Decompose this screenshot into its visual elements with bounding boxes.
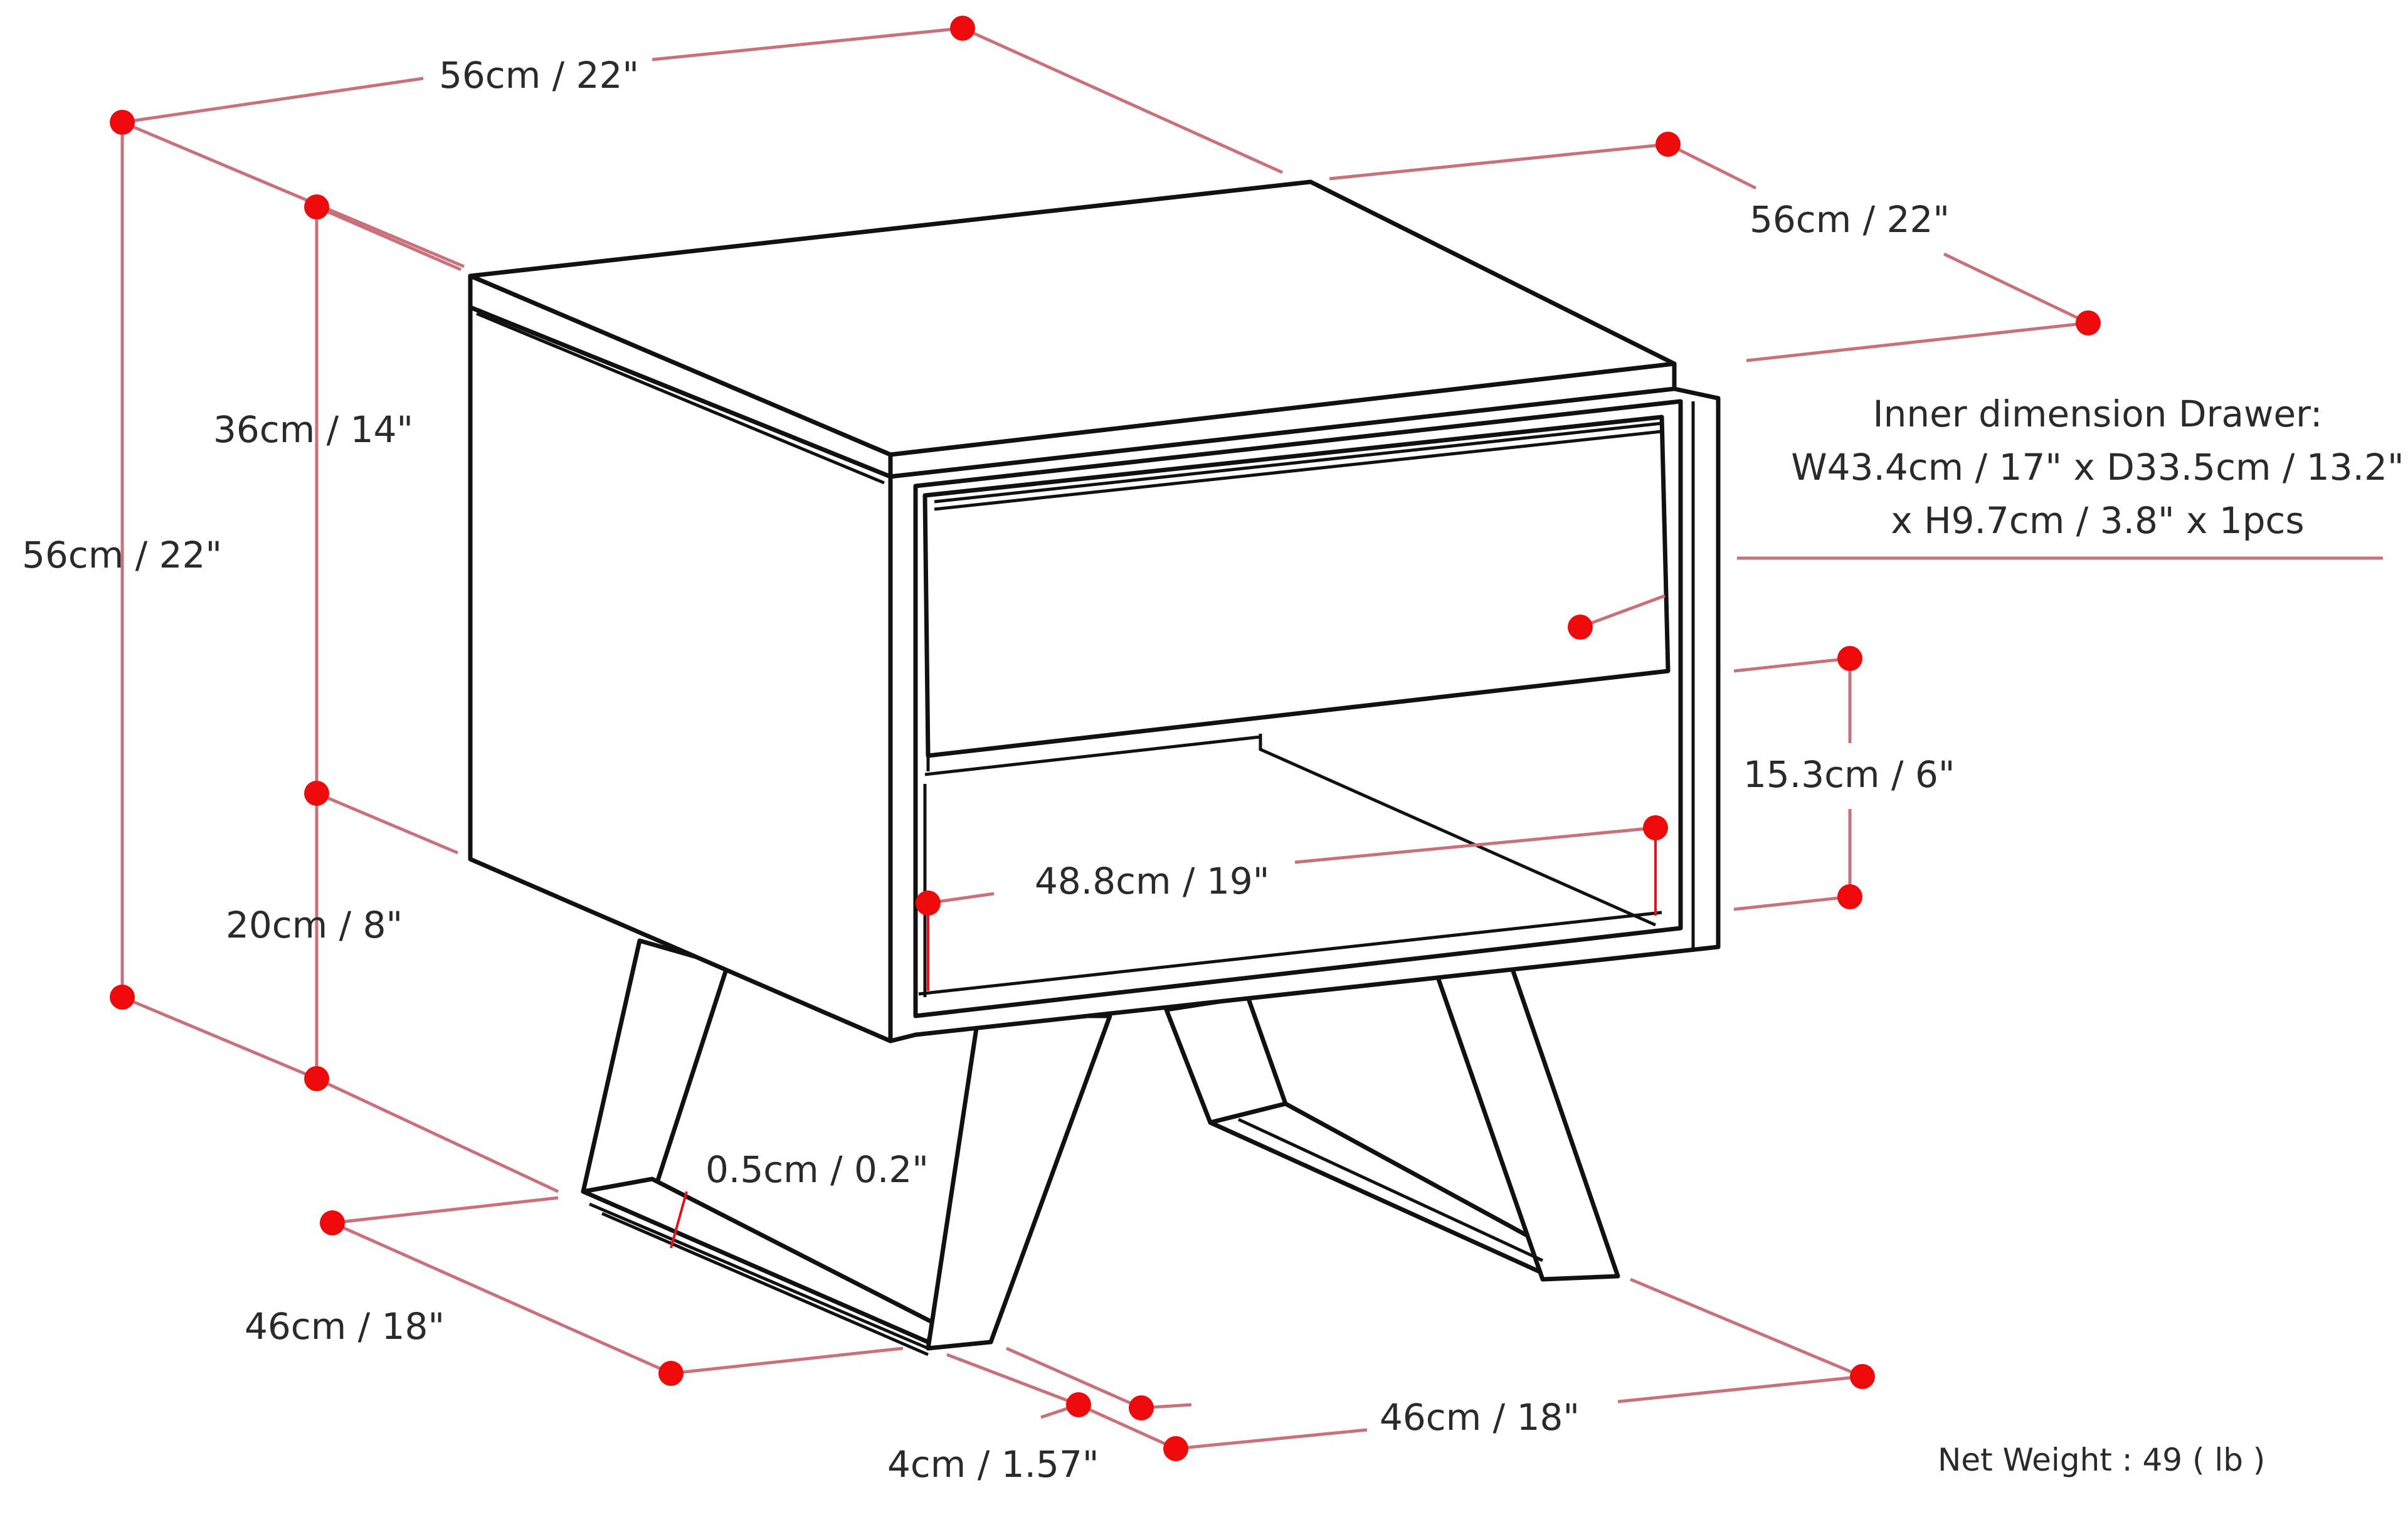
dimension-lines bbox=[120, 26, 2383, 1451]
back-leg bbox=[1164, 963, 1620, 1282]
drawer-note-line-3: x H9.7cm / 3.8" x 1pcs bbox=[1891, 499, 2304, 542]
end-table-drawing bbox=[468, 179, 1721, 1356]
open-shelf bbox=[918, 734, 1662, 997]
label-leg-height: 20cm / 8" bbox=[226, 904, 403, 946]
label-shelf-opening-height: 15.3cm / 6" bbox=[1743, 753, 1955, 796]
label-leg-footprint-right: 46cm / 18" bbox=[1380, 1396, 1580, 1439]
net-weight-label: Net Weight : 49 ( lb ) bbox=[1938, 1442, 2265, 1478]
label-top-depth: 56cm / 22" bbox=[1750, 198, 1950, 241]
label-leg-footprint-left: 46cm / 18" bbox=[245, 1305, 445, 1348]
drawer-note-line-1: Inner dimension Drawer: bbox=[1872, 393, 2322, 435]
dimension-labels: 56cm / 22" 56cm / 22" 56cm / 22" 36cm / … bbox=[22, 54, 2404, 1486]
drawer-inner-dimension-note: Inner dimension Drawer: W43.4cm / 17" x … bbox=[1791, 393, 2404, 542]
label-leg-width: 4cm / 1.57" bbox=[887, 1443, 1099, 1486]
label-cabinet-height: 36cm / 14" bbox=[213, 408, 413, 451]
drawer bbox=[922, 415, 1671, 771]
label-top-width: 56cm / 22" bbox=[439, 54, 639, 97]
dimension-dots bbox=[110, 16, 2101, 1461]
table-top bbox=[468, 179, 1677, 485]
label-overall-height: 56cm / 22" bbox=[22, 534, 222, 576]
drawer-note-line-2: W43.4cm / 17" x D33.5cm / 13.2" bbox=[1791, 446, 2404, 489]
label-leg-thickness: 0.5cm / 0.2" bbox=[705, 1148, 929, 1191]
label-shelf-width: 48.8cm / 19" bbox=[1035, 860, 1269, 902]
